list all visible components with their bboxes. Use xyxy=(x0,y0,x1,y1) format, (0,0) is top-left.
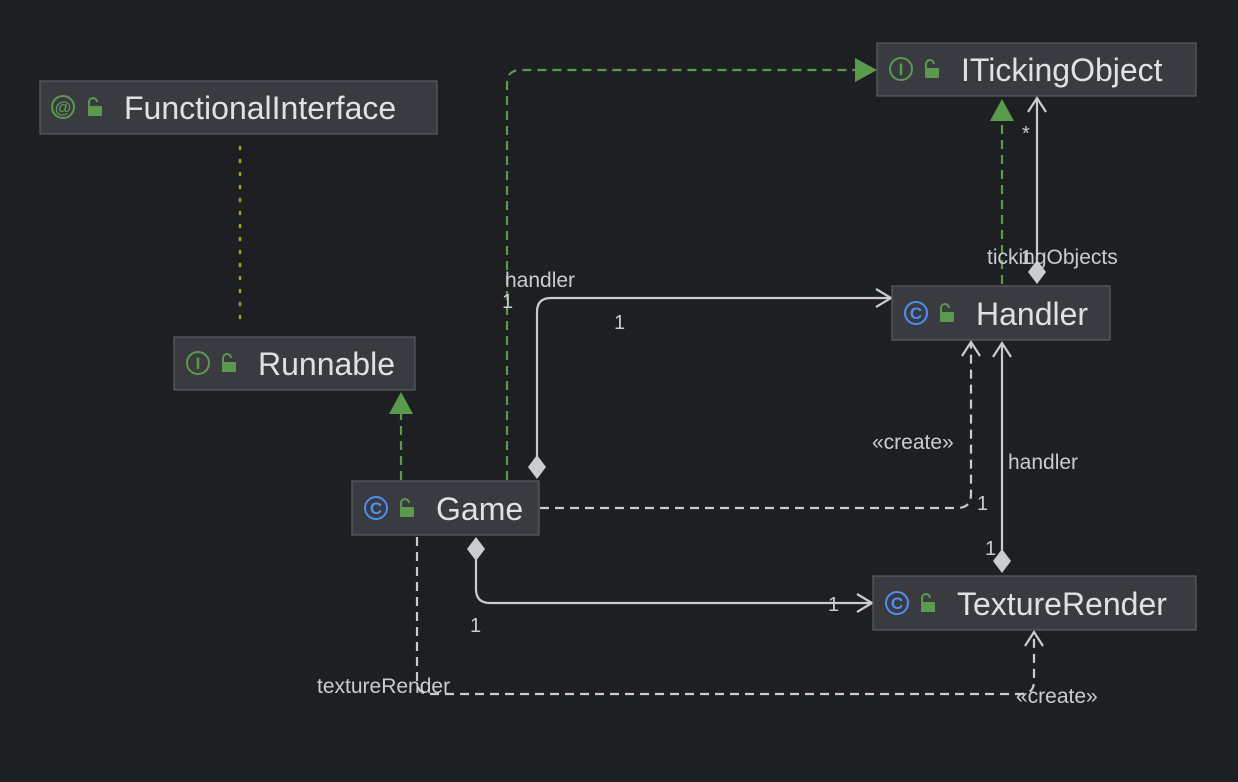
game-handler-create-edge xyxy=(540,339,981,510)
class-icon: C xyxy=(885,591,909,615)
game-handler-source-multiplicity: 1 xyxy=(502,291,513,313)
game-handler-create-label: «create» xyxy=(872,431,954,454)
node-texture-render[interactable]: C TextureRender xyxy=(872,575,1197,631)
texture-handler-edge xyxy=(992,340,1012,573)
public-lock-icon xyxy=(921,593,935,612)
ticking-objects-label: tickingObjects xyxy=(987,246,1118,269)
public-lock-icon xyxy=(88,97,102,116)
game-texture-target-multiplicity: 1 xyxy=(828,594,839,616)
node-title: Runnable xyxy=(258,346,395,382)
texture-handler-multiplicity: 1 xyxy=(985,538,996,560)
public-lock-icon xyxy=(925,59,939,78)
ticking-objects-edge xyxy=(1027,95,1047,284)
annotation-icon: @ xyxy=(51,95,75,119)
public-lock-icon xyxy=(940,303,954,322)
node-title: Game xyxy=(436,491,523,527)
svg-text:C: C xyxy=(891,594,903,613)
interface-icon: I xyxy=(889,57,913,81)
svg-text:C: C xyxy=(370,499,382,518)
node-game[interactable]: C Game xyxy=(351,480,540,536)
game-texture-edge xyxy=(467,537,875,613)
svg-text:C: C xyxy=(910,304,922,323)
public-lock-icon xyxy=(222,353,236,372)
class-icon: C xyxy=(904,301,928,325)
implements-iticking-edge xyxy=(505,58,877,480)
game-texture-create-edge xyxy=(415,537,1044,696)
interface-icon: I xyxy=(186,351,210,375)
ticking-objects-target-multiplicity: * xyxy=(1022,123,1030,145)
node-title: ITickingObject xyxy=(961,52,1163,88)
node-title: FunctionalInterface xyxy=(124,90,396,126)
implements-runnable-edge xyxy=(389,392,413,480)
svg-text:I: I xyxy=(196,354,201,373)
ticking-objects-source-multiplicity: 1 xyxy=(1021,247,1032,269)
class-icon: C xyxy=(364,496,388,520)
svg-text:I: I xyxy=(899,60,904,79)
texture-create-label: «create» xyxy=(1016,685,1098,708)
texture-handler-label: handler xyxy=(1008,451,1078,474)
node-handler[interactable]: C Handler xyxy=(891,285,1111,341)
game-texture-source-multiplicity: 1 xyxy=(470,615,481,637)
game-handler-create-multiplicity: 1 xyxy=(977,493,988,515)
node-iticking-object[interactable]: I ITickingObject xyxy=(876,42,1197,97)
node-functional-interface[interactable]: @ FunctionalInterface xyxy=(39,80,438,135)
game-handler-target-multiplicity: 1 xyxy=(614,312,625,334)
node-runnable[interactable]: I Runnable xyxy=(173,336,416,391)
node-title: Handler xyxy=(976,296,1088,332)
svg-text:@: @ xyxy=(55,98,72,117)
public-lock-icon xyxy=(400,498,414,517)
handler-implements-iticking-edge xyxy=(990,99,1014,284)
texture-render-label: textureRender xyxy=(317,675,450,698)
game-handler-label: handler xyxy=(505,269,575,292)
node-title: TextureRender xyxy=(957,586,1167,622)
game-handler-edge xyxy=(528,288,894,479)
